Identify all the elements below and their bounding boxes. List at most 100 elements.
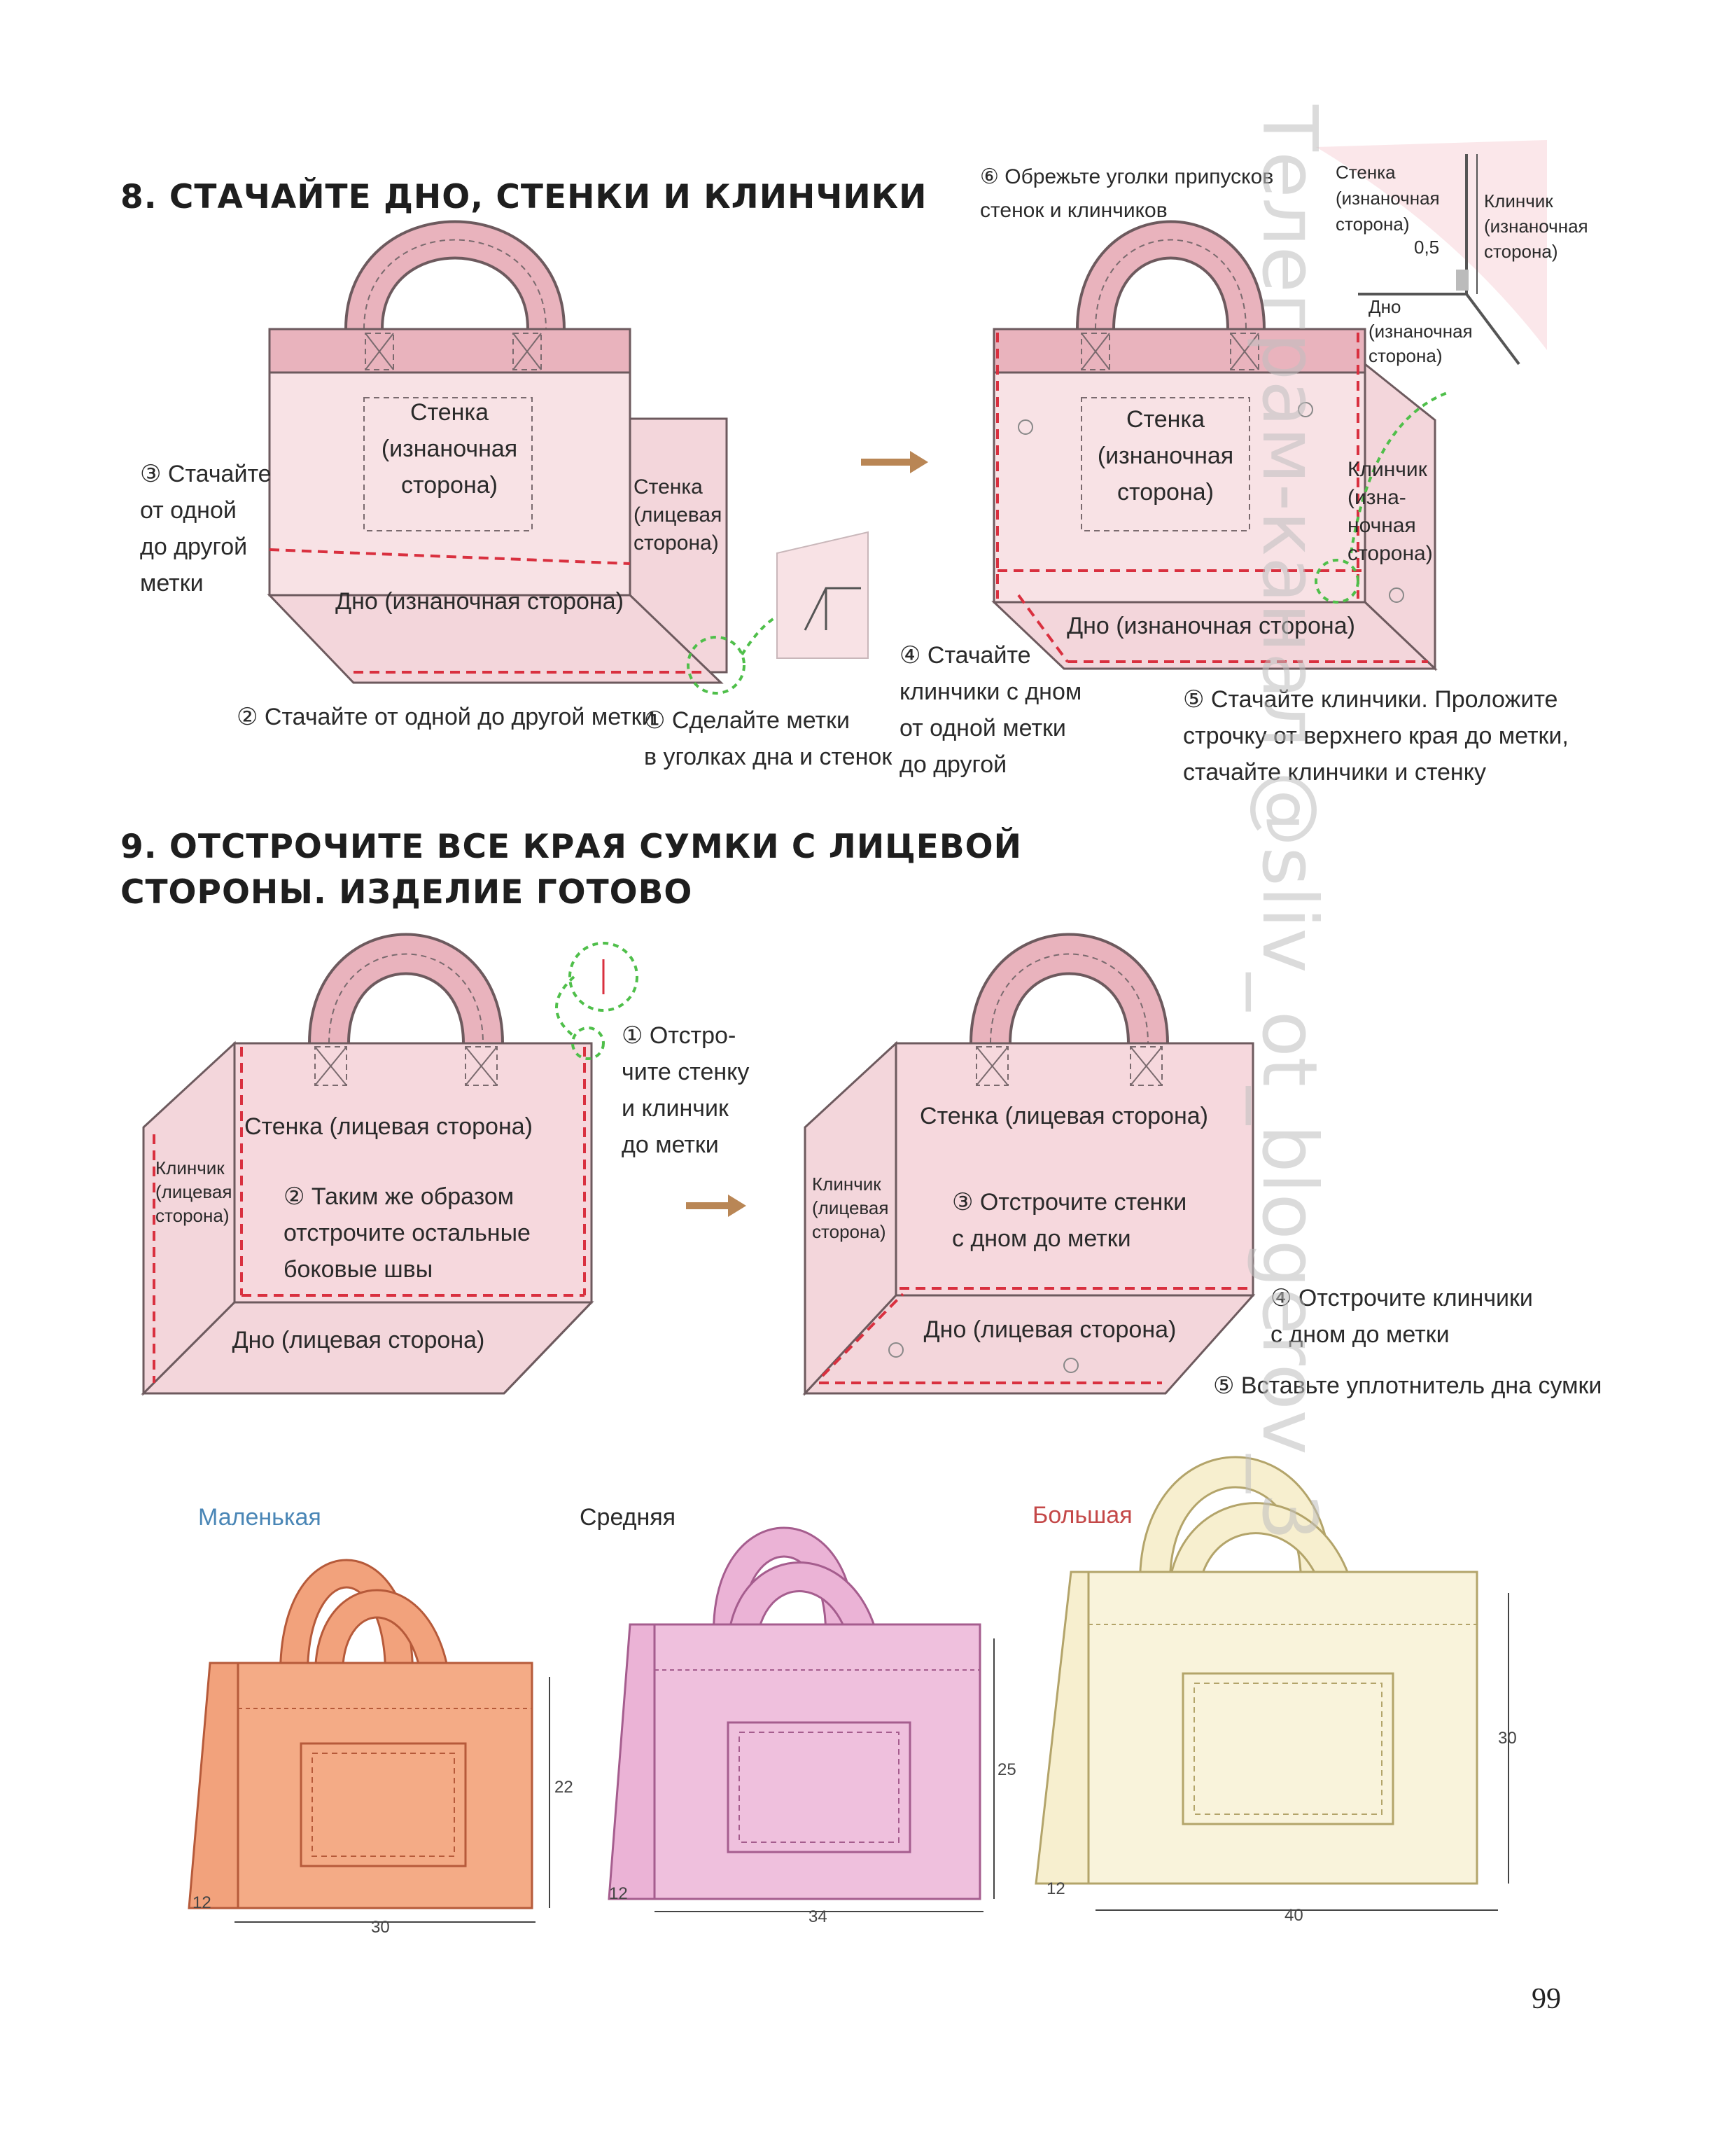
size-large-bag [1035, 1456, 1509, 1911]
svg-text:с дном до метки: с дном до метки [952, 1225, 1131, 1252]
step9-left-gusset-label: Клинчик (лицевая сторона) [155, 1157, 232, 1226]
svg-text:(изна-: (изна- [1348, 486, 1406, 509]
step8-left-wall-label: Стенка (изнаночная сторона) [382, 399, 517, 499]
svg-text:(изнаночная: (изнаночная [1368, 321, 1473, 342]
svg-text:сторона): сторона) [1117, 479, 1214, 506]
svg-text:чите стенку: чите стенку [622, 1059, 749, 1085]
step8-detail-bottom-label: Дно (изнаночная сторона) [1368, 296, 1473, 366]
svg-text:① Сделайте метки: ① Сделайте метки [644, 707, 850, 734]
svg-text:① Отстро-: ① Отстро- [622, 1022, 736, 1049]
svg-text:(изнаночная: (изнаночная [1098, 443, 1233, 469]
step8-detail-value: 0,5 [1414, 237, 1439, 258]
size-large-depth: 12 [1046, 1879, 1065, 1898]
step9-note-5: ⑤ Вставьте уплотнитель дна сумки [1213, 1372, 1602, 1399]
size-medium-depth: 12 [609, 1884, 628, 1903]
watermark: Телеграм-канал @sliv_ot_blogerov_3 [1245, 104, 1333, 1540]
step9-right-bag [802, 933, 1256, 1396]
svg-text:Дно: Дно [1368, 296, 1401, 317]
step9-title-line1: 9. ОТСТРОЧИТЕ ВСЕ КРАЯ СУМКИ С ЛИЦЕВОЙ [120, 828, 1022, 866]
svg-text:сторона): сторона) [1348, 542, 1433, 565]
step8-right-wall-label: Стенка (изнаночная сторона) [1098, 406, 1233, 506]
svg-text:Стенка: Стенка [634, 475, 703, 499]
svg-text:(лицевая: (лицевая [634, 503, 722, 527]
size-large-height: 30 [1498, 1729, 1517, 1748]
size-medium-height: 25 [997, 1760, 1016, 1779]
svg-text:и клинчик: и клинчик [622, 1095, 729, 1122]
step9-note-2: ② Таким же образом отстрочите остальные … [284, 1183, 531, 1283]
step8-left-wall-face-label: Стенка (лицевая сторона) [634, 475, 722, 555]
step8-left-bottom-label: Дно (изнаночная сторона) [335, 588, 624, 615]
step9-note-4: ④ Отстрочите клинчики с дном до метки [1270, 1285, 1533, 1348]
step9-title-line2: СТОРОНЫ. ИЗДЕЛИЕ ГОТОВО [120, 873, 692, 912]
svg-text:③ Отстрочите стенки: ③ Отстрочите стенки [952, 1189, 1186, 1216]
svg-text:(изнаночная: (изнаночная [382, 436, 517, 462]
step8-detail-wall-label: Стенка (изнаночная сторона) [1336, 162, 1440, 235]
svg-text:③ Стачайте: ③ Стачайте [140, 461, 272, 487]
svg-text:② Таким же образом: ② Таким же образом [284, 1183, 514, 1210]
svg-text:стачайте клинчики и стенку: стачайте клинчики и стенку [1183, 759, 1486, 786]
step9-note-3: ③ Отстрочите стенки с дном до метки [952, 1189, 1186, 1252]
size-large-label: Большая [1032, 1502, 1133, 1529]
svg-text:Стенка: Стенка [1126, 406, 1205, 433]
page-number: 99 [1532, 1983, 1561, 2015]
svg-text:от одной: от одной [140, 497, 237, 524]
svg-text:Стенка: Стенка [1336, 162, 1396, 183]
svg-text:в уголках дна и стенок: в уголках дна и стенок [644, 744, 892, 770]
svg-text:сторона): сторона) [155, 1205, 229, 1226]
step8-left-bag [267, 220, 869, 695]
svg-text:клинчики с дном: клинчики с дном [899, 678, 1082, 705]
size-medium-label: Средняя [580, 1504, 676, 1531]
svg-text:отстрочите остальные: отстрочите остальные [284, 1220, 531, 1246]
step9-left-bag [141, 933, 638, 1396]
step8-note-4: ④ Стачайте клинчики с дном от одной метк… [899, 642, 1082, 778]
step9-right-bottom-label: Дно (лицевая сторона) [924, 1316, 1177, 1343]
svg-text:стенок и клинчиков: стенок и клинчиков [980, 199, 1168, 222]
step8-arrow-head [910, 451, 928, 473]
step8-right-bottom-label: Дно (изнаночная сторона) [1067, 613, 1355, 639]
svg-text:Клинчик: Клинчик [1484, 190, 1553, 211]
svg-text:⑥ Обрежьте уголки припусков: ⑥ Обрежьте уголки припусков [980, 165, 1273, 188]
step9-right-gusset-label: Клинчик (лицевая сторона) [812, 1174, 888, 1242]
svg-text:от одной метки: от одной метки [899, 715, 1066, 742]
svg-text:сторона): сторона) [401, 472, 498, 499]
step9-right-wall-label: Стенка (лицевая сторона) [920, 1103, 1208, 1129]
svg-text:④ Стачайте: ④ Стачайте [899, 642, 1031, 669]
svg-text:④ Отстрочите клинчики: ④ Отстрочите клинчики [1270, 1285, 1533, 1311]
svg-text:сторона): сторона) [1368, 345, 1442, 366]
svg-text:сторона): сторона) [1336, 214, 1409, 235]
step9-note-1: ① Отстро- чите стенку и клинчик до метки [622, 1022, 749, 1158]
svg-text:Стенка: Стенка [410, 399, 489, 426]
step8-note-6: ⑥ Обрежьте уголки припусков стенок и кли… [980, 165, 1273, 222]
svg-text:Клинчик: Клинчик [155, 1157, 225, 1178]
svg-text:(лицевая: (лицевая [812, 1197, 888, 1218]
svg-text:(лицевая: (лицевая [155, 1181, 232, 1202]
step9-left-wall-label: Стенка (лицевая сторона) [244, 1113, 533, 1140]
svg-text:метки: метки [140, 570, 204, 597]
step9-arrow-head [728, 1195, 746, 1217]
svg-text:с дном до метки: с дном до метки [1270, 1321, 1450, 1348]
svg-text:Клинчик: Клинчик [812, 1174, 881, 1195]
svg-text:⑤ Стачайте клинчики. Проложите: ⑤ Стачайте клинчики. Проложите [1183, 686, 1558, 713]
svg-text:до другой: до другой [140, 534, 247, 560]
step8-note-2: ② Стачайте от одной до другой метки [237, 704, 654, 730]
step8-note-1: ① Сделайте метки в уголках дна и стенок [644, 707, 892, 770]
step8-right-gusset-label: Клинчик (изна- ночная сторона) [1348, 458, 1433, 565]
size-small-width: 30 [371, 1918, 390, 1937]
size-small-bag [188, 1559, 550, 1923]
step8-note-5: ⑤ Стачайте клинчики. Проложите строчку о… [1183, 686, 1569, 786]
step9-left-bottom-label: Дно (лицевая сторона) [232, 1327, 485, 1353]
svg-text:сторона): сторона) [634, 531, 719, 555]
svg-text:сторона): сторона) [812, 1221, 886, 1242]
size-small-depth: 12 [192, 1893, 211, 1912]
svg-text:боковые швы: боковые швы [284, 1256, 433, 1283]
size-medium-bag [608, 1526, 995, 1912]
svg-text:Клинчик: Клинчик [1348, 458, 1428, 481]
svg-text:(изнаночная: (изнаночная [1484, 216, 1588, 237]
svg-text:(изнаночная: (изнаночная [1336, 188, 1440, 209]
svg-text:до метки: до метки [622, 1132, 719, 1158]
size-small-label: Маленькая [198, 1504, 321, 1531]
svg-text:строчку от верхнего края до ме: строчку от верхнего края до метки, [1183, 723, 1569, 749]
svg-text:до другой: до другой [899, 751, 1007, 778]
svg-text:ночная: ночная [1348, 514, 1416, 537]
size-large-width: 40 [1284, 1906, 1303, 1925]
